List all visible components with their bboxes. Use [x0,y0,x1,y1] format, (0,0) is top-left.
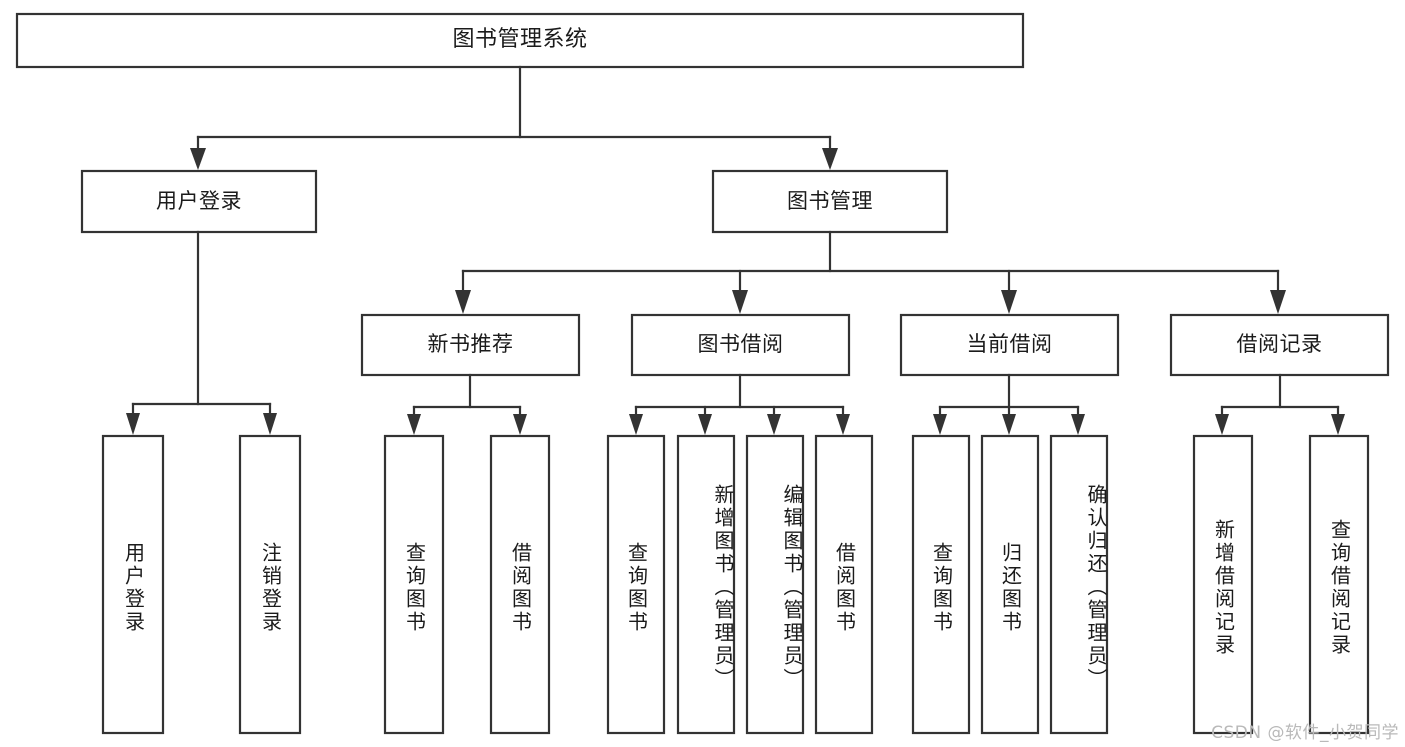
arrow-head-leaf-query-record [1331,414,1345,435]
arrow-head-leaf-return-book [1002,414,1016,435]
node-box-user-login[interactable] [80,169,318,234]
node-box-leaf-logout-login[interactable] [238,434,302,735]
arrow-head-leaf-query-book-1 [407,414,421,435]
arrow-head-leaf-confirm-return [1071,414,1085,435]
node-box-book-borrow[interactable] [630,313,851,377]
arrow-head-leaf-query-book-2 [629,414,643,435]
arrow-head-leaf-query-book-3 [933,414,947,435]
arrow-head-leaf-user-login [126,413,140,435]
node-box-current-borrow[interactable] [899,313,1120,377]
arrow-head-leaf-borrow-book-2 [836,414,850,435]
arrow-head-user-login [190,148,206,170]
node-box-leaf-user-login[interactable] [101,434,165,735]
arrow-head-current-borrow [1001,290,1017,314]
arrow-head-new-book-recommend [455,290,471,314]
arrow-head-book-management [822,148,838,170]
node-box-leaf-query-book-1[interactable] [383,434,445,735]
arrow-head-leaf-add-record [1215,414,1229,435]
node-box-root[interactable] [15,12,1025,69]
node-box-leaf-borrow-book-1[interactable] [489,434,551,735]
node-box-leaf-query-record[interactable] [1308,434,1370,735]
node-box-new-book-recommend[interactable] [360,313,581,377]
arrow-head-leaf-borrow-book-1 [513,414,527,435]
node-box-leaf-return-book[interactable] [980,434,1040,735]
node-box-leaf-edit-book[interactable] [745,434,805,735]
arrow-head-book-borrow [732,290,748,314]
node-box-borrow-record[interactable] [1169,313,1390,377]
node-box-leaf-add-book[interactable] [676,434,736,735]
arrow-head-leaf-logout-login [263,413,277,435]
node-box-leaf-borrow-book-2[interactable] [814,434,874,735]
csdn-watermark: CSDN @软件_小贺同学 [1211,723,1399,743]
node-box-leaf-query-book-3[interactable] [911,434,971,735]
arrow-head-leaf-add-book [698,414,712,435]
node-box-book-management[interactable] [711,169,949,234]
arrow-head-leaf-edit-book [767,414,781,435]
arrow-head-borrow-record [1270,290,1286,314]
node-box-leaf-add-record[interactable] [1192,434,1254,735]
node-box-leaf-query-book-2[interactable] [606,434,666,735]
node-box-leaf-confirm-return[interactable] [1049,434,1109,735]
